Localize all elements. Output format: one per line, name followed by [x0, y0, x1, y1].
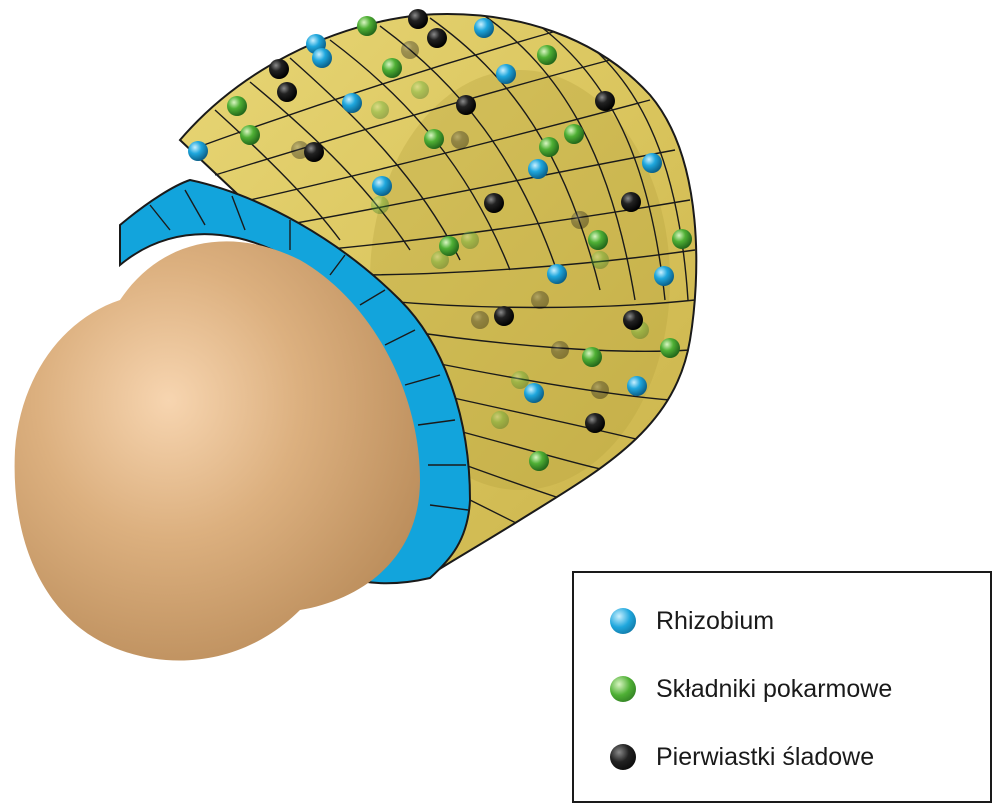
- rhizobium-sphere: [547, 264, 567, 284]
- rhizobium-sphere: [342, 93, 362, 113]
- trace-element-sphere: [269, 59, 289, 79]
- legend-label: Składniki pokarmowe: [656, 674, 893, 703]
- rhizobium-sphere: [372, 176, 392, 196]
- nutrient-sphere: [539, 137, 559, 157]
- nutrient-sphere: [240, 125, 260, 145]
- trace-element-sphere: [401, 41, 419, 59]
- rhizobium-sphere: [188, 141, 208, 161]
- trace-element-sphere: [304, 142, 324, 162]
- nutrient-sphere: [582, 347, 602, 367]
- trace-element-sphere: [531, 291, 549, 309]
- nutrient-sphere: [461, 231, 479, 249]
- trace-element-sphere: [408, 9, 428, 29]
- nutrient-sphere: [511, 371, 529, 389]
- legend-label: Pierwiastki śladowe: [656, 742, 875, 771]
- legend-item-trace-elements: Pierwiastki śladowe: [610, 737, 874, 777]
- trace-element-sphere: [456, 95, 476, 115]
- legend-item-rhizobium: Rhizobium: [610, 601, 774, 641]
- rhizobium-sphere: [524, 383, 544, 403]
- nutrient-sphere: [227, 96, 247, 116]
- rhizobium-sphere: [654, 266, 674, 286]
- nutrient-sphere: [382, 58, 402, 78]
- trace-element-sphere: [571, 211, 589, 229]
- nutrient-sphere: [371, 101, 389, 119]
- rhizobium-sphere: [312, 48, 332, 68]
- nutrient-sphere: [672, 229, 692, 249]
- trace-element-sphere: [595, 91, 615, 111]
- nutrient-sphere: [439, 236, 459, 256]
- trace-element-sphere: [451, 131, 469, 149]
- legend-item-nutrients: Składniki pokarmowe: [610, 669, 892, 709]
- legend: Rhizobium Składniki pokarmowe Pierwiastk…: [572, 571, 992, 803]
- rhizobium-sphere: [642, 153, 662, 173]
- trace-element-sphere: [621, 192, 641, 212]
- nutrient-sphere: [491, 411, 509, 429]
- nutrient-sphere: [357, 16, 377, 36]
- nutrient-sphere: [371, 196, 389, 214]
- black-sphere-icon: [610, 744, 636, 770]
- trace-element-sphere: [623, 310, 643, 330]
- ring-segments: [149, 189, 469, 511]
- rhizobium-sphere: [496, 64, 516, 84]
- nutrient-sphere: [411, 81, 429, 99]
- rhizobium-sphere: [528, 159, 548, 179]
- nutrient-sphere: [591, 251, 609, 269]
- rhizobium-sphere: [627, 376, 647, 396]
- trace-element-sphere: [427, 28, 447, 48]
- nutrient-sphere: [564, 124, 584, 144]
- nutrient-sphere: [660, 338, 680, 358]
- nutrient-sphere: [529, 451, 549, 471]
- nutrient-spheres: [188, 9, 692, 471]
- nutrient-sphere: [424, 129, 444, 149]
- nutrient-sphere: [588, 230, 608, 250]
- legend-label: Rhizobium: [656, 606, 775, 635]
- trace-element-sphere: [591, 381, 609, 399]
- green-sphere-icon: [610, 676, 636, 702]
- rhizobium-sphere: [474, 18, 494, 38]
- trace-element-sphere: [494, 306, 514, 326]
- trace-element-sphere: [471, 311, 489, 329]
- trace-element-sphere: [585, 413, 605, 433]
- seed-body: [14, 241, 421, 661]
- trace-element-sphere: [277, 82, 297, 102]
- blue-sphere-icon: [610, 608, 636, 634]
- coating-grid: [189, 15, 696, 531]
- nutrient-sphere: [431, 251, 449, 269]
- trace-element-sphere: [484, 193, 504, 213]
- nutrient-sphere: [537, 45, 557, 65]
- trace-element-sphere: [551, 341, 569, 359]
